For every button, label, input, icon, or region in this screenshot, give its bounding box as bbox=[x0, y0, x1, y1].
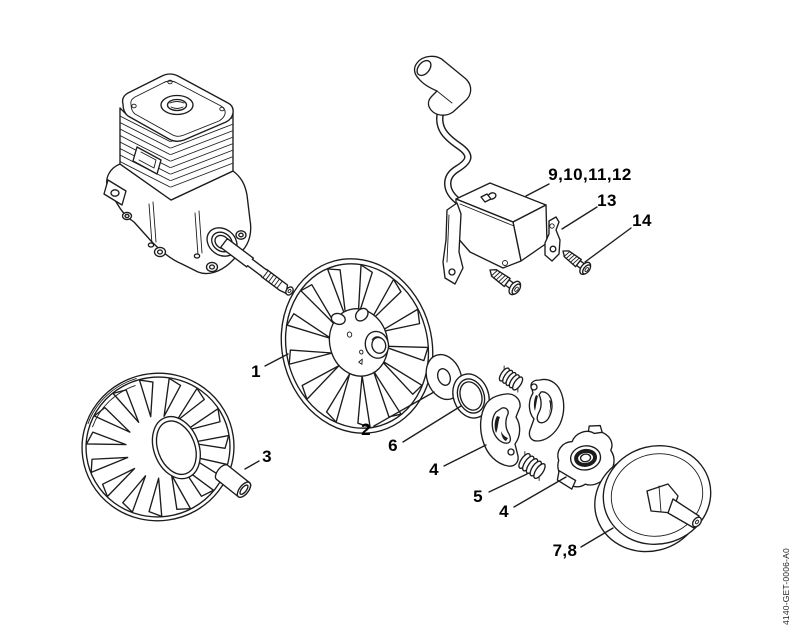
leader-6 bbox=[403, 406, 461, 442]
part-ignition-coil bbox=[443, 183, 547, 284]
part-screw-coil bbox=[484, 263, 524, 298]
callout-3: 3 bbox=[262, 447, 272, 466]
part-clutch-drum bbox=[583, 434, 722, 562]
callout-4b: 4 bbox=[499, 502, 509, 521]
part-clutch-shoes bbox=[481, 379, 564, 466]
part-spring-upper bbox=[496, 366, 526, 393]
callout-9-10-11-12: 9,10,11,12 bbox=[548, 165, 632, 184]
leader-9101112 bbox=[526, 184, 549, 196]
part-spring-lower bbox=[516, 451, 549, 481]
part-clamp bbox=[545, 217, 560, 261]
part-flywheel bbox=[262, 242, 452, 451]
part-engine-assembly bbox=[104, 74, 251, 274]
leader-4b bbox=[514, 477, 566, 507]
callout-4a: 4 bbox=[429, 460, 439, 479]
leader-2 bbox=[374, 392, 434, 426]
part-screw-14 bbox=[557, 244, 594, 278]
leader-4a bbox=[444, 445, 486, 466]
leader-78 bbox=[581, 528, 613, 547]
leader-lines bbox=[245, 184, 631, 547]
callout-5: 5 bbox=[473, 487, 483, 506]
part-collar-bushing bbox=[213, 462, 253, 499]
leader-14 bbox=[585, 228, 631, 262]
part-spark-plug-boot bbox=[414, 56, 470, 115]
leader-13 bbox=[562, 207, 597, 229]
document-number: 4140-GET-0006-A0 bbox=[781, 548, 791, 625]
part-fan-wheel bbox=[72, 363, 243, 530]
callout-2: 2 bbox=[361, 420, 371, 439]
part-crankshaft bbox=[221, 239, 295, 297]
callout-6: 6 bbox=[388, 436, 398, 455]
callout-7-8: 7,8 bbox=[552, 541, 578, 560]
leader-3 bbox=[245, 461, 259, 469]
part-cover-ring bbox=[447, 369, 495, 423]
leader-1 bbox=[265, 354, 288, 366]
callout-14: 14 bbox=[632, 211, 652, 230]
part-clutch-carrier bbox=[551, 423, 618, 491]
callout-1: 1 bbox=[251, 362, 261, 381]
leader-5 bbox=[489, 474, 527, 492]
callout-13: 13 bbox=[597, 191, 617, 210]
